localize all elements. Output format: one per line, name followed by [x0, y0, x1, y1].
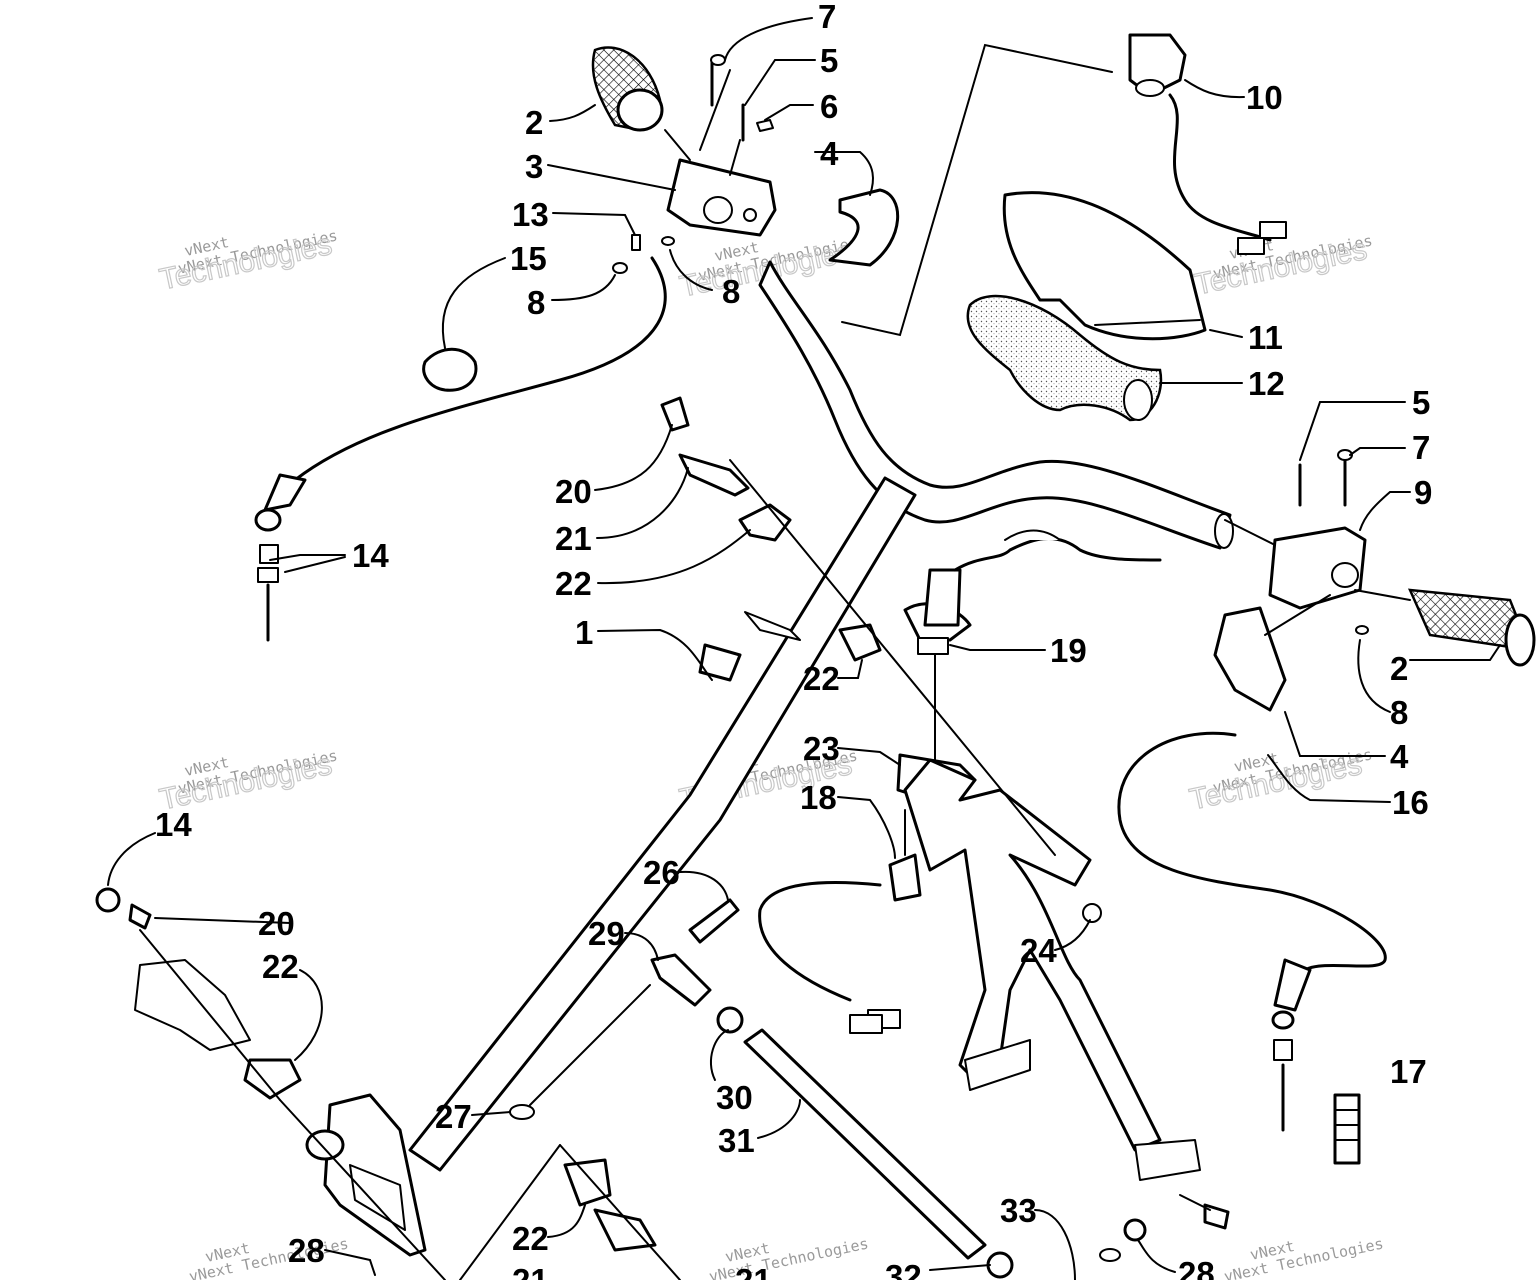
part-31-rod: [743, 1028, 987, 1260]
part-15-clamp: [422, 347, 478, 392]
callout-26: 26: [643, 854, 680, 891]
callout-11: 11: [1248, 319, 1283, 356]
part-9-housing-right: [1268, 526, 1367, 610]
callout-7: 7: [818, 0, 836, 35]
callout-16: 16: [1392, 784, 1429, 821]
callout-14: 14: [155, 806, 192, 843]
callout-21: 21: [512, 1262, 549, 1280]
small-pins-upper: [612, 54, 1369, 635]
part-16-cable-right: [1117, 731, 1387, 1132]
callout-20: 20: [555, 473, 592, 510]
part-14-cable-left: [254, 256, 667, 642]
callout-23: 23: [803, 730, 840, 767]
callout-5: 5: [1412, 384, 1430, 421]
callout-2: 2: [525, 104, 543, 141]
part-1-handlebar: [408, 260, 1234, 1172]
callout-13: 13: [512, 196, 549, 233]
callout-27: 27: [435, 1098, 472, 1135]
callout-4: 4: [820, 135, 839, 172]
callout-24: 24: [1020, 932, 1057, 969]
callout-15: 15: [510, 240, 547, 277]
callout-22: 22: [262, 948, 299, 985]
callout-29: 29: [588, 915, 625, 952]
watermark-text: vNext Technologies: [1222, 1234, 1385, 1280]
leader-lines: [107, 17, 1501, 1280]
callout-9: 9: [1414, 474, 1432, 511]
callout-22: 22: [803, 660, 840, 697]
callout-22: 22: [512, 1220, 549, 1257]
callout-8: 8: [527, 284, 545, 321]
part-27-washer: [509, 1104, 535, 1120]
watermark-outline: Technologies: [1192, 233, 1370, 302]
part-10-inset-lines: [841, 43, 1113, 337]
callout-30: 30: [716, 1079, 753, 1116]
callout-28: 28: [1178, 1255, 1215, 1280]
part-29-bolt: [650, 953, 712, 1007]
callout-5: 5: [820, 42, 838, 79]
part-30-nut: [716, 1006, 744, 1034]
callout-1: 1: [575, 614, 593, 651]
part-1-lower-mount: [305, 1093, 427, 1257]
callout-18: 18: [800, 779, 837, 816]
callout-10: 10: [1246, 79, 1283, 116]
callout-8: 8: [1390, 694, 1408, 731]
part-12-pad: [966, 294, 1163, 422]
callout-20: 20: [258, 905, 295, 942]
part-4-lever-right: [1213, 606, 1287, 712]
callout-31: 31: [718, 1122, 755, 1159]
part-20-21-22-upper-clamp: [660, 396, 792, 542]
callout-32: 32: [885, 1258, 922, 1280]
part-bracket-assembly: [903, 758, 1201, 1181]
alignment-lines: [139, 69, 1411, 1280]
callout-2: 2: [1390, 650, 1408, 687]
part-2-grip-right: [1407, 588, 1536, 667]
part-10-switch: [1128, 33, 1287, 255]
callout-numbers: 7 5 6 4 2 3 13 15 8 8 10 11 12 5 7 9 20 …: [155, 0, 1432, 1280]
part-lower-left-bracket: [95, 887, 302, 1100]
part-11-pad: [1002, 191, 1207, 341]
callout-21: 21: [555, 520, 592, 557]
part-lower-clamps: [563, 1158, 1230, 1279]
part-2-grip-left: [591, 46, 664, 132]
callout-19: 19: [1050, 632, 1087, 669]
callout-17: 17: [1390, 1053, 1427, 1090]
callout-7: 7: [1412, 429, 1430, 466]
callout-14: 14: [352, 537, 389, 574]
callout-21: 21: [735, 1262, 772, 1280]
callout-6: 6: [820, 88, 838, 125]
part-17-spring: [1333, 1093, 1361, 1165]
callout-8: 8: [722, 273, 740, 310]
callout-3: 3: [525, 148, 543, 185]
part-3-control-housing: [666, 158, 777, 237]
callout-33: 33: [1000, 1192, 1037, 1229]
callout-22: 22: [555, 565, 592, 602]
part-26-bolt: [688, 898, 740, 944]
callout-28: 28: [288, 1232, 325, 1269]
watermark-outline: Technologies: [157, 228, 335, 297]
callout-4: 4: [1390, 738, 1409, 775]
part-4-throttle-lever: [828, 188, 900, 267]
part-19-key-switch: [903, 529, 1162, 655]
part-18-sensor-harness: [758, 853, 922, 1034]
callout-12: 12: [1248, 365, 1285, 402]
